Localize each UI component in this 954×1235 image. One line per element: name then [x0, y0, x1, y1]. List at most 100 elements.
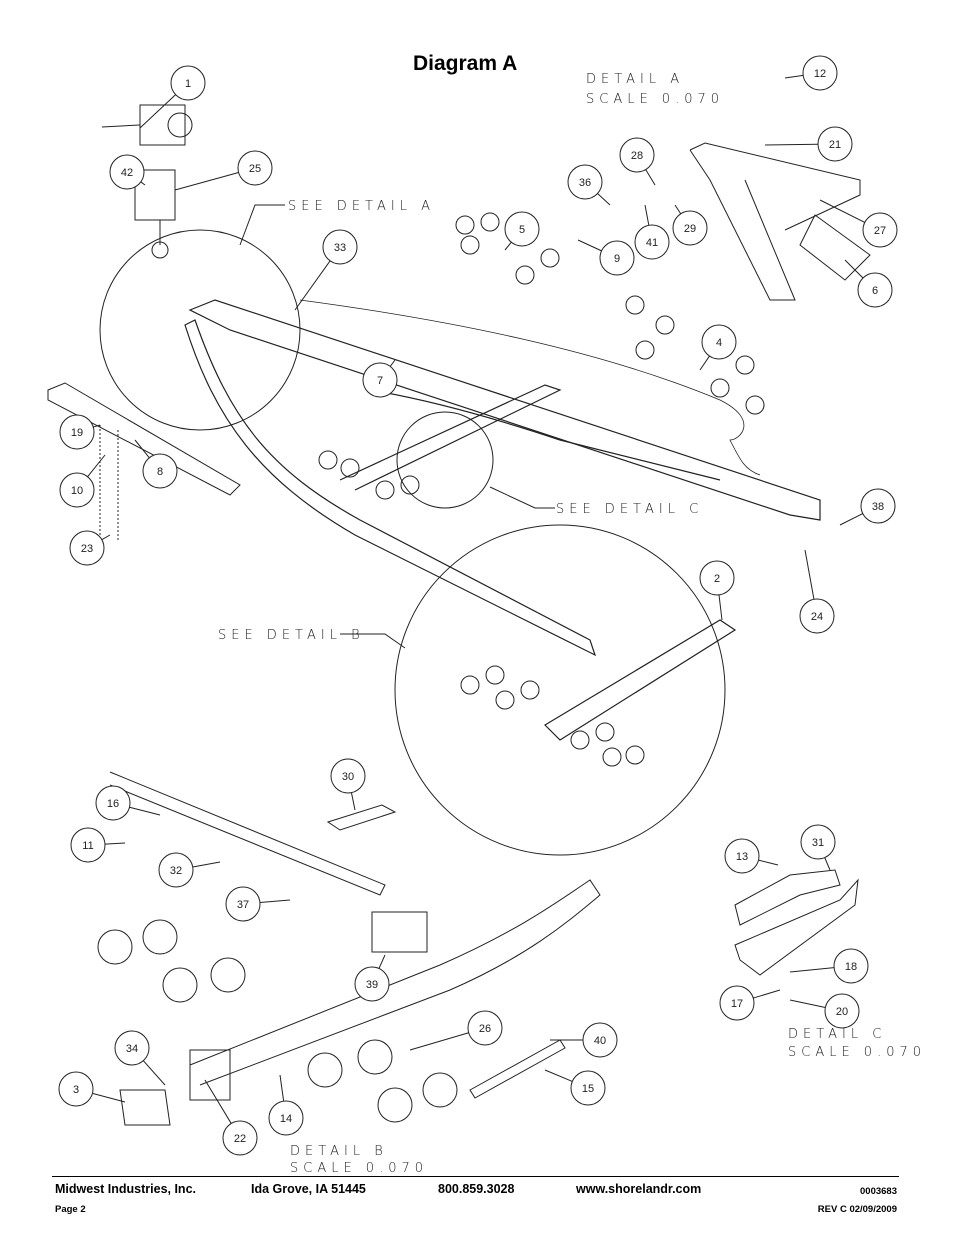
- balloon-number: 25: [249, 163, 261, 175]
- balloon-number: 32: [170, 865, 182, 877]
- balloon-circle: [570, 1070, 606, 1106]
- part-balloon-39: 39: [354, 954, 390, 1002]
- part-balloon-34: 34: [114, 1030, 166, 1086]
- leader-line: [409, 1032, 469, 1051]
- trailer-frame: [184, 299, 821, 741]
- part-balloon-16: 16: [95, 785, 161, 821]
- footer-company: Midwest Industries, Inc.: [55, 1182, 196, 1196]
- balloon-circle: [634, 224, 670, 260]
- balloon-number: 12: [814, 68, 826, 80]
- footer-revision: REV C 02/09/2009: [817, 1204, 897, 1215]
- footer-phone: 800.859.3028: [438, 1182, 515, 1196]
- balloon-number: 21: [829, 139, 841, 151]
- balloon-number: 13: [736, 851, 748, 863]
- part-balloon-22: 22: [204, 1079, 258, 1156]
- balloon-number: 15: [582, 1083, 594, 1095]
- leader-line: [378, 954, 386, 969]
- balloon-number: 14: [280, 1113, 292, 1125]
- detail-b-drawing: [109, 771, 601, 1126]
- part-balloon-33: 33: [294, 229, 358, 311]
- part-balloon-23: 23: [69, 530, 111, 566]
- balloon-circle: [567, 164, 603, 200]
- leader-line: [92, 1092, 126, 1103]
- leader-line: [204, 1079, 232, 1124]
- detail-c-scale: SCALE 0.070: [788, 1045, 926, 1060]
- balloon-number: 9: [614, 253, 620, 265]
- leader-line: [718, 594, 723, 621]
- balloon-number: 5: [519, 224, 525, 236]
- part-balloon-6: 6: [844, 259, 893, 308]
- leader-line: [101, 534, 111, 541]
- leader-line: [294, 260, 331, 311]
- detail-a-bracket: [689, 142, 871, 301]
- detail-a-scale: SCALE 0.070: [586, 92, 724, 107]
- balloon-circle: [322, 229, 358, 265]
- leader-line: [129, 806, 161, 816]
- leader-line: [544, 1069, 573, 1082]
- tongue-assembly: [47, 382, 241, 540]
- balloon-number: 17: [731, 998, 743, 1010]
- balloon-circle: [860, 488, 896, 524]
- balloon-number: 33: [334, 242, 346, 254]
- diagram-title: Diagram A: [413, 52, 518, 75]
- balloon-number: 3: [73, 1084, 79, 1096]
- part-balloon-29: 29: [672, 204, 708, 246]
- part-balloon-1: 1: [139, 65, 206, 129]
- leader-line: [259, 899, 291, 904]
- balloon-circle: [467, 1010, 503, 1046]
- balloon-number: 42: [121, 167, 133, 179]
- part-balloon-8: 8: [134, 439, 178, 489]
- balloon-number: 28: [631, 150, 643, 162]
- leader-line: [504, 241, 512, 251]
- balloon-circle: [69, 530, 105, 566]
- leader-line: [139, 94, 176, 129]
- leader-line: [839, 513, 864, 526]
- balloon-circle: [719, 985, 755, 1021]
- part-balloon-26: 26: [409, 1010, 503, 1051]
- balloon-circle: [824, 993, 860, 1029]
- balloon-circle: [699, 560, 735, 596]
- part-balloon-25: 25: [174, 150, 273, 191]
- leader-line: [174, 172, 239, 191]
- leader-line: [140, 181, 146, 186]
- leader-line: [699, 355, 710, 371]
- callout-leaders: [239, 204, 555, 649]
- balloon-circle: [817, 126, 853, 162]
- balloon-number: 23: [81, 543, 93, 555]
- part-balloon-30: 30: [330, 758, 366, 811]
- balloon-number: 30: [342, 771, 354, 783]
- leader-line: [819, 199, 866, 223]
- see-detail-b-label: SEE DETAIL B: [218, 628, 365, 643]
- part-balloon-27: 27: [819, 199, 898, 248]
- balloon-number: 38: [872, 501, 884, 513]
- balloon-circle: [800, 824, 836, 860]
- part-balloon-42: 42: [109, 154, 146, 190]
- balloon-circle: [268, 1100, 304, 1136]
- balloon-circle: [701, 324, 737, 360]
- balloon-number: 6: [872, 285, 878, 297]
- leader-line: [192, 861, 221, 868]
- balloon-number: 11: [82, 840, 93, 852]
- winch-assembly: [101, 104, 193, 259]
- balloon-number: 37: [237, 899, 249, 911]
- balloon-circle: [70, 827, 106, 863]
- leader-line: [824, 857, 831, 871]
- balloon-circle: [222, 1120, 258, 1156]
- part-balloon-40: 40: [550, 1022, 618, 1058]
- balloon-circle: [59, 414, 95, 450]
- part-balloon-9: 9: [577, 239, 635, 276]
- balloon-number: 40: [594, 1035, 606, 1047]
- balloon-number: 10: [71, 485, 83, 497]
- balloon-number: 41: [646, 237, 658, 249]
- balloon-number: 4: [716, 337, 722, 349]
- part-balloon-31: 31: [800, 824, 836, 871]
- balloon-number: 29: [684, 223, 696, 235]
- balloon-circle: [225, 886, 261, 922]
- part-balloon-21: 21: [764, 126, 853, 162]
- balloon-number: 8: [157, 466, 163, 478]
- part-balloon-19: 19: [59, 414, 101, 450]
- detail-a-name: DETAIL A: [586, 72, 684, 87]
- rollers: [97, 212, 765, 1123]
- part-balloon-17: 17: [719, 985, 781, 1021]
- part-balloon-20: 20: [789, 993, 860, 1029]
